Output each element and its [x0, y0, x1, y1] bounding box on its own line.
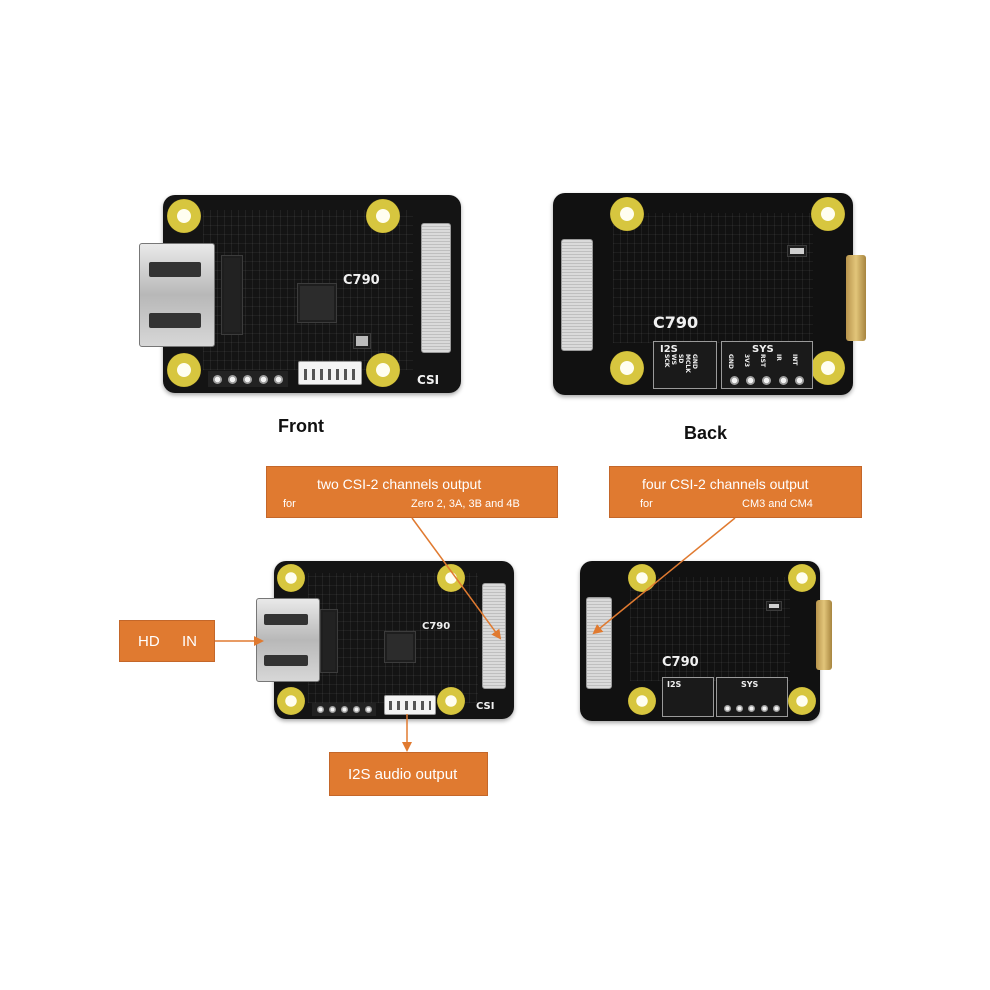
small-component	[766, 601, 782, 611]
board-traces	[630, 577, 790, 681]
pin-header	[312, 703, 376, 716]
back-board-photo-annotated: C790 I2S SYS	[580, 561, 820, 721]
mount-hole	[366, 353, 400, 387]
csi-ffc-connector	[421, 223, 451, 353]
callout-models: CM3 and CM4	[742, 498, 813, 510]
callout-for-text: for	[640, 498, 653, 510]
mount-hole	[788, 687, 816, 715]
mount-hole	[628, 564, 656, 592]
sys-text: SYS	[752, 344, 774, 355]
mount-hole	[811, 351, 845, 385]
callout-models: Zero 2, 3A, 3B and 4B	[411, 498, 520, 510]
csi-text: CSI	[417, 373, 440, 387]
hdmi-port	[139, 243, 215, 347]
mount-hole	[610, 197, 644, 231]
front-board-photo-annotated: C790 CSI	[274, 561, 514, 719]
sys-pin-pads	[719, 703, 785, 713]
board-model-text: C790	[662, 655, 699, 670]
i2s-text: I2S	[660, 344, 678, 355]
board-traces	[613, 213, 813, 343]
hdmi-in-callout: HD IN	[119, 620, 215, 662]
sys-text: SYS	[741, 680, 759, 689]
front-board-photo: C790 CSI	[163, 195, 461, 393]
processor-chip	[384, 631, 416, 663]
pin-header	[208, 371, 288, 387]
processor-chip	[297, 283, 337, 323]
back-caption: Back	[684, 423, 728, 443]
i2s-audio-label: I2S audio output	[348, 766, 458, 783]
small-chip	[221, 255, 243, 335]
hdmi-port-side	[846, 255, 866, 341]
callout-title: four CSI-2 channels output	[642, 476, 809, 492]
mount-hole	[811, 197, 845, 231]
i2s-connector	[384, 695, 436, 715]
front-caption: Front	[278, 416, 324, 436]
two-csi-channels-callout: two CSI-2 channels output for Zero 2, 3A…	[266, 466, 558, 518]
mount-hole	[628, 687, 656, 715]
hdmi-port	[256, 598, 320, 682]
arrow-four-csi	[592, 517, 736, 635]
four-csi-channels-callout: four CSI-2 channels output for CM3 and C…	[609, 466, 862, 518]
board-model-text: C790	[422, 621, 451, 632]
hdmi-port-side	[816, 600, 832, 670]
csi-text: CSI	[476, 701, 495, 712]
mount-hole	[167, 199, 201, 233]
i2s-audio-callout: I2S audio output	[329, 752, 488, 796]
mount-hole	[788, 564, 816, 592]
i2s-connector	[298, 361, 362, 385]
callout-title: two CSI-2 channels output	[317, 476, 482, 492]
i2s-label-box: I2S	[662, 677, 714, 717]
mount-hole	[167, 353, 201, 387]
small-component	[787, 245, 807, 257]
mount-hole	[610, 351, 644, 385]
board-model-text: C790	[343, 273, 380, 288]
sys-pin-pads	[724, 374, 810, 386]
mount-hole	[437, 564, 465, 592]
arrow-two-csi	[411, 517, 502, 640]
mount-hole	[437, 687, 465, 715]
sys-label-box: SYS GND 3V3 RST IR INT	[721, 341, 813, 389]
sys-label-box: SYS	[716, 677, 788, 717]
csi-ffc-connector	[561, 239, 593, 351]
csi-ffc-connector	[586, 597, 612, 689]
callout-for-text: for	[283, 498, 296, 510]
mount-hole	[277, 687, 305, 715]
mount-hole	[277, 564, 305, 592]
hdmi-label-part2: IN	[182, 633, 197, 650]
mount-hole	[366, 199, 400, 233]
i2s-text: I2S	[667, 680, 682, 689]
board-model-text: C790	[653, 313, 699, 332]
i2s-label-box: I2S GND MCLK SD WS SCK	[653, 341, 717, 389]
back-board-photo: C790 I2S GND MCLK SD WS SCK SYS GND 3V3 …	[553, 193, 853, 395]
crystal	[353, 333, 371, 349]
small-chip	[320, 609, 338, 673]
hdmi-label-part1: HD	[138, 633, 160, 650]
